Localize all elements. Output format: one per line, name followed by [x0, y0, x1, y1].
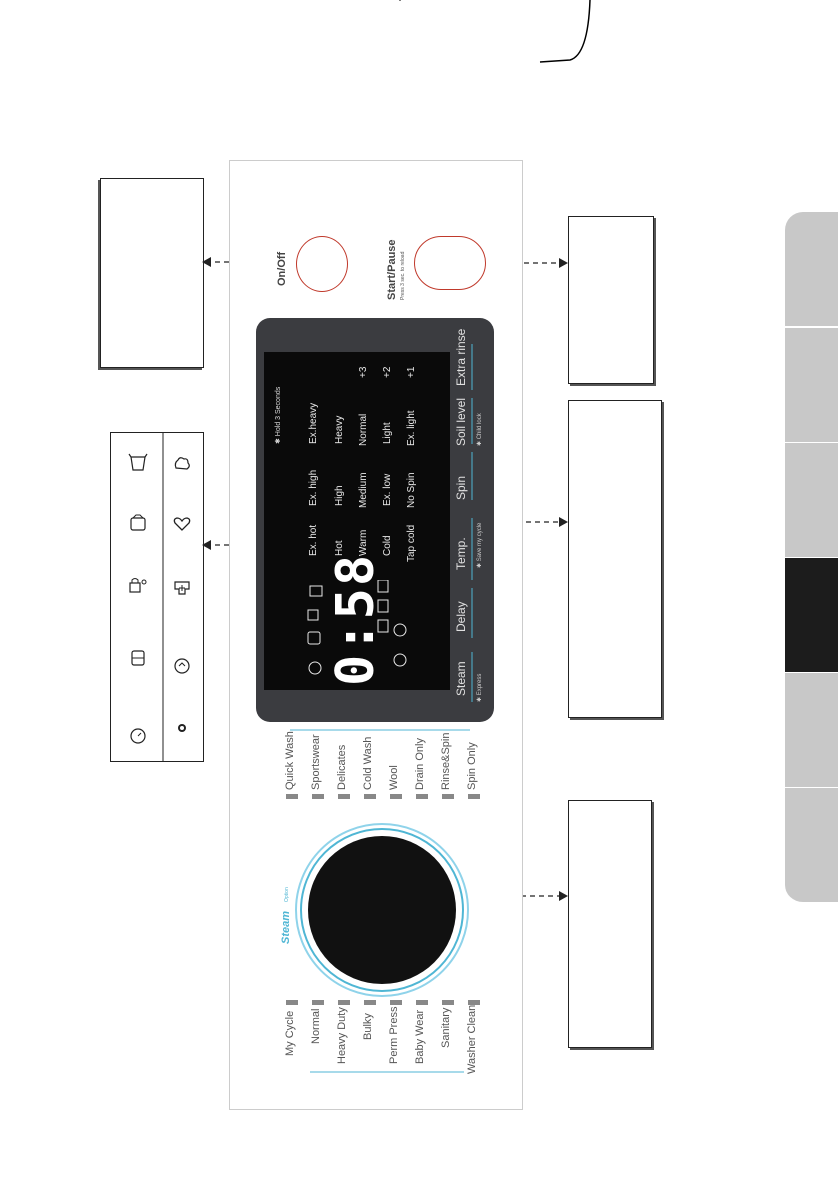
steam-icon [174, 457, 190, 470]
section-tab-4[interactable] [785, 558, 838, 673]
rinse-plus-3: +3 [358, 366, 369, 378]
temp-ex-hot: Ex. hot [308, 524, 319, 556]
section-tab-6[interactable] [785, 788, 838, 903]
express-sub: ✱ Express [477, 673, 483, 702]
wifi-icon [178, 724, 186, 732]
soil-ex-heavy: Ex.heavy [308, 402, 319, 444]
lcd-status-icons [307, 580, 407, 675]
callout-box-programs [568, 800, 652, 1048]
start-pause-label: Start/Pause [386, 239, 398, 300]
section-tab-3[interactable] [785, 443, 838, 558]
section-tab-2[interactable] [785, 328, 838, 443]
program-spin-only[interactable]: Spin Only [466, 742, 478, 790]
extra-rinse-icon [174, 581, 190, 595]
temp-cold: Cold [382, 535, 393, 556]
program-bulky[interactable]: Bulky [362, 1013, 374, 1040]
icon-legend-table [110, 432, 204, 762]
child-lock-sub: ✱ Child lock [477, 413, 483, 446]
program-indicators [286, 729, 480, 1073]
program-drain-only[interactable]: Drain Only [414, 738, 426, 790]
program-sanitary[interactable]: Sanitary [440, 1007, 452, 1048]
program-quick-wash[interactable]: Quick Wash [284, 731, 296, 790]
section-tab-5[interactable] [785, 673, 838, 788]
heart-icon [173, 517, 191, 531]
lcd-screen [264, 352, 450, 690]
program-my-cycle[interactable]: My Cycle [284, 1010, 296, 1056]
temp-hot: Hot [334, 540, 345, 556]
program-baby-wear[interactable]: Baby Wear [414, 1009, 426, 1064]
lock-icon [131, 650, 145, 666]
spin-high: High [334, 485, 345, 506]
spin-button[interactable]: Spin [454, 475, 468, 500]
program-sportswear[interactable]: Sportswear [310, 734, 322, 790]
tub-icon [128, 453, 148, 471]
callout-box-start [568, 216, 654, 384]
program-heavy-duty[interactable]: Heavy Duty [336, 1007, 348, 1064]
on-off-label: On/Off [276, 251, 288, 286]
callout-box-options [568, 400, 662, 718]
program-perm-press[interactable]: Perm Press [388, 1006, 400, 1064]
express-icon [174, 658, 190, 674]
delay-button[interactable]: Delay [454, 601, 468, 632]
temp-tap-cold: Tap cold [406, 524, 417, 562]
program-wool[interactable]: Wool [388, 765, 400, 790]
temp-button[interactable]: Temp. [454, 537, 468, 570]
soil-ex-light: Ex. light [406, 410, 417, 446]
temp-warm: Warm [358, 529, 369, 556]
program-normal[interactable]: Normal [310, 1008, 322, 1044]
program-rinse-spin[interactable]: Rinse&Spin [440, 732, 452, 790]
page-top-line [399, 0, 591, 63]
program-cold-wash[interactable]: Cold Wash [362, 736, 374, 790]
hold-seconds-text: ✱ Hold 3 Seconds [275, 386, 282, 444]
section-tab-1[interactable] [785, 212, 838, 327]
drum-icon [130, 514, 146, 531]
soil-normal: Normal [358, 413, 369, 446]
callout-box-power [100, 178, 204, 368]
extra-rinse-button[interactable]: Extra rinse [454, 328, 468, 386]
timer-icon [130, 728, 146, 744]
program-dial[interactable] [294, 818, 474, 1002]
option-button-separators [471, 344, 473, 702]
program-delicates[interactable]: Delicates [336, 744, 348, 790]
spin-ex-low: Ex. low [382, 473, 393, 506]
spin-no-spin: No Spin [406, 472, 417, 508]
start-pause-sub: Press 3 sec. to reload [400, 251, 406, 300]
soil-heavy: Heavy [334, 415, 345, 444]
steam-button[interactable]: Steam [454, 661, 468, 696]
rinse-plus-2: +2 [382, 366, 393, 378]
soil-light: Light [382, 422, 393, 444]
power-button[interactable] [296, 236, 348, 292]
spin-medium: Medium [358, 472, 369, 508]
program-washer-clean[interactable]: Washer Clean [466, 1004, 478, 1074]
start-pause-button[interactable] [414, 236, 486, 290]
soil-level-button[interactable]: Soil level [454, 397, 468, 446]
save-my-cycle-sub: ✱ Save my cycle [477, 522, 483, 568]
rinse-plus-1: +1 [406, 366, 417, 378]
spin-ex-high: Ex. high [308, 469, 319, 506]
child-lock-icon [129, 578, 147, 593]
